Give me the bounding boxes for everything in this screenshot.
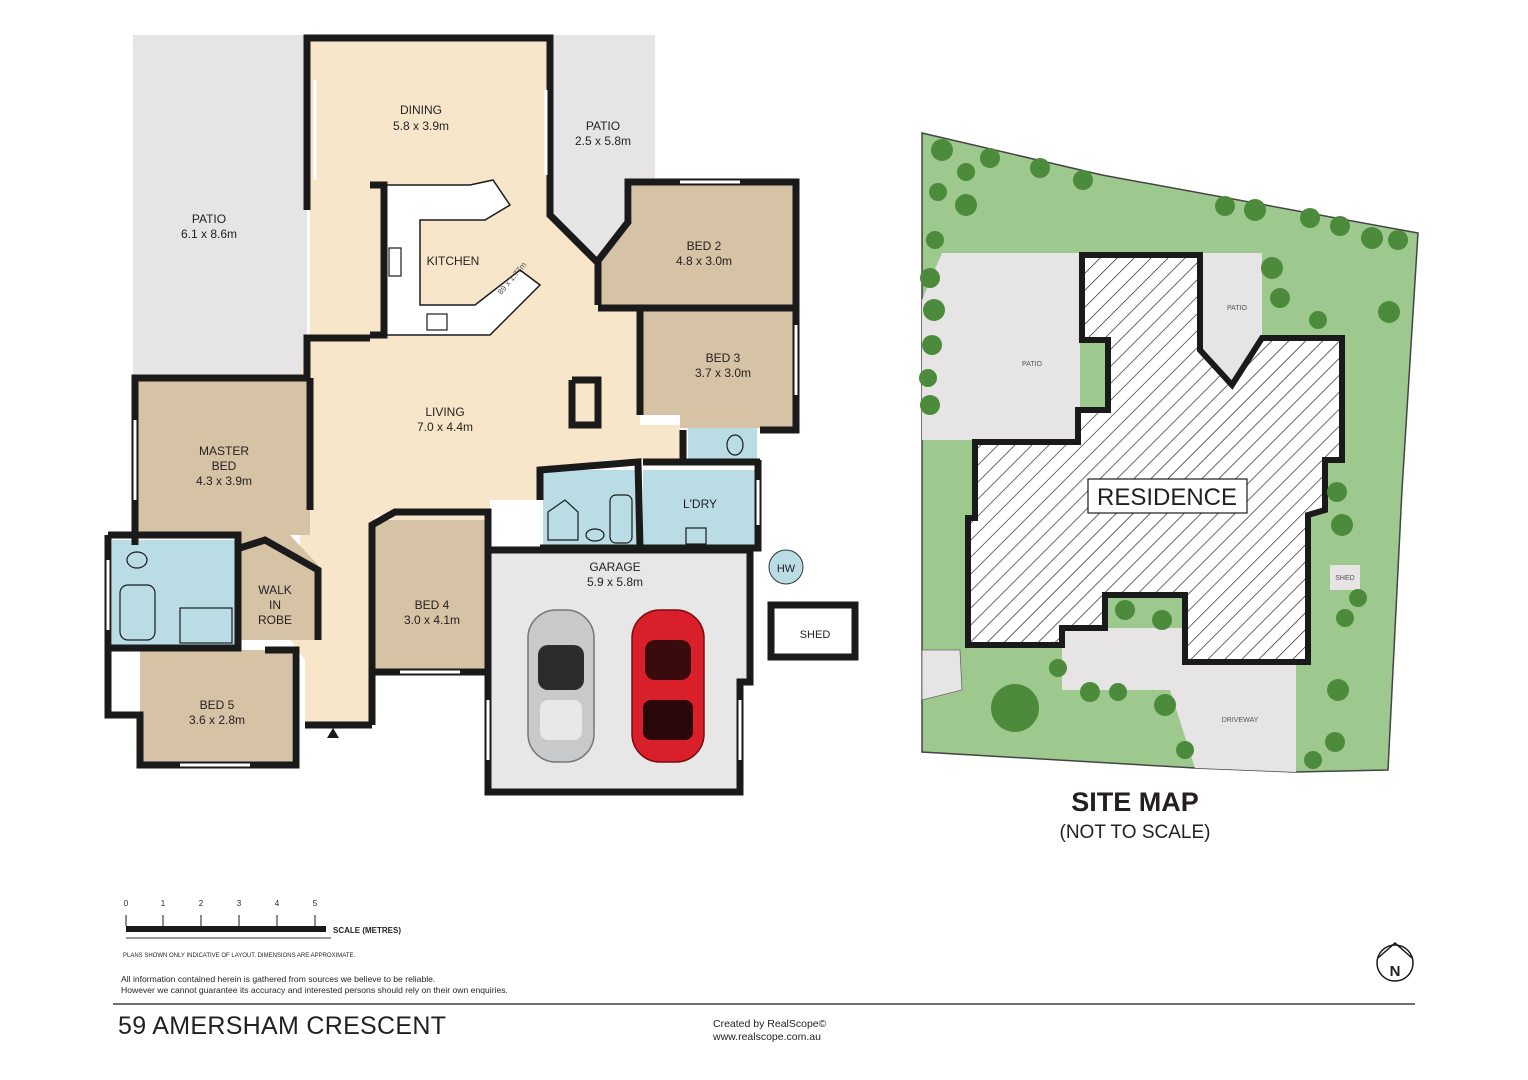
site-map-subtitle: (NOT TO SCALE) bbox=[1059, 822, 1211, 843]
compass-north-icon: N bbox=[1376, 941, 1414, 982]
entry-arrow-icon bbox=[327, 728, 339, 738]
disclaimer-line-1: All information contained herein is gath… bbox=[121, 974, 436, 984]
site-map: RESIDENCE PATIO PATIO SHED DRIVEWAY bbox=[919, 132, 1419, 773]
scale-label: SCALE (METRES) bbox=[333, 926, 401, 935]
room-label-garage: GARAGE bbox=[589, 560, 640, 574]
room-dims-master: 4.3 x 3.9m bbox=[196, 474, 252, 488]
car-red bbox=[631, 609, 705, 763]
windows bbox=[106, 80, 798, 767]
room-dims-patio-large: 6.1 x 8.6m bbox=[181, 227, 237, 241]
disclaimer: All information contained herein is gath… bbox=[121, 974, 508, 996]
compass-label: N bbox=[1390, 963, 1401, 980]
room-dims-patio-small: 2.5 x 5.8m bbox=[575, 134, 631, 148]
room-dims-bed5: 3.6 x 2.8m bbox=[189, 713, 245, 727]
room-label-patio-small: PATIO bbox=[586, 119, 620, 133]
room-label-wir-3: ROBE bbox=[258, 613, 292, 627]
site-driveway-label: DRIVEWAY bbox=[1222, 717, 1259, 724]
site-patio-right-label: PATIO bbox=[1227, 305, 1248, 312]
property-address: 59 AMERSHAM CRESCENT bbox=[118, 1012, 447, 1040]
credit: Created by RealScope© www.realscope.com.… bbox=[713, 1018, 826, 1044]
bed2-floor bbox=[598, 185, 795, 305]
scale-bar bbox=[125, 915, 331, 939]
room-label-master-2: BED bbox=[212, 459, 237, 473]
ensuite-floor bbox=[112, 540, 237, 645]
residence-label-box bbox=[1087, 478, 1248, 514]
wc-floor bbox=[688, 428, 757, 462]
site-patio-left bbox=[922, 253, 1080, 440]
room-label-master: MASTER bbox=[199, 444, 249, 458]
room-dims-living: 7.0 x 4.4m bbox=[417, 420, 473, 434]
room-label-bed5: BED 5 bbox=[200, 698, 235, 712]
room-label-laundry: L'DRY bbox=[683, 497, 717, 511]
hot-water-icon bbox=[768, 549, 804, 585]
room-labels: DINING 5.8 x 3.9m PATIO 2.5 x 5.8m PATIO… bbox=[181, 103, 830, 727]
kitchen-bench bbox=[383, 179, 542, 336]
site-porch bbox=[921, 649, 963, 701]
room-label-bed3: BED 3 bbox=[706, 351, 741, 365]
master-bed-floor bbox=[138, 380, 310, 548]
credit-line-1: Created by RealScope© bbox=[713, 1018, 827, 1030]
car-silver bbox=[527, 609, 595, 763]
floor-plan: DINING 5.8 x 3.9m PATIO 2.5 x 5.8m PATIO… bbox=[104, 34, 859, 796]
room-dims-dining: 5.8 x 3.9m bbox=[393, 119, 449, 133]
room-label-bed2: BED 2 bbox=[687, 239, 722, 253]
bed5-floor bbox=[140, 650, 292, 762]
scale-tick-4: 4 bbox=[274, 899, 280, 908]
room-label-wir: WALK bbox=[258, 583, 292, 597]
site-shed bbox=[1330, 565, 1360, 590]
bath-floor bbox=[543, 470, 638, 545]
room-dims-garage: 5.9 x 5.8m bbox=[587, 575, 643, 589]
room-dims-bed3: 3.7 x 3.0m bbox=[695, 366, 751, 380]
room-label-kitchen: KITCHEN bbox=[427, 254, 480, 268]
disclaimer-line-2: However we cannot guarantee its accuracy… bbox=[121, 985, 508, 995]
room-label-dining: DINING bbox=[400, 103, 442, 117]
scale-tick-2: 2 bbox=[198, 899, 204, 908]
scale-tick-1: 1 bbox=[160, 899, 166, 908]
bed3-floor bbox=[640, 310, 795, 428]
site-map-title: SITE MAP bbox=[1071, 787, 1199, 817]
laundry-floor bbox=[643, 470, 758, 545]
room-label-living: LIVING bbox=[425, 405, 464, 419]
room-dims-bed4: 3.0 x 4.1m bbox=[404, 613, 460, 627]
room-label-bed4: BED 4 bbox=[415, 598, 450, 612]
credit-link[interactable]: www.realscope.com.au bbox=[713, 1031, 821, 1043]
room-label-hw: HW bbox=[777, 563, 796, 575]
garden-plants bbox=[919, 139, 1408, 769]
scale-tick-3: 3 bbox=[236, 899, 242, 908]
scale-tick-0: 0 bbox=[123, 899, 129, 908]
room-label-patio-large: PATIO bbox=[192, 212, 226, 226]
plans-note: PLANS SHOWN ONLY INDICATIVE OF LAYOUT. D… bbox=[123, 953, 356, 959]
room-label-wir-2: IN bbox=[269, 598, 281, 612]
fixtures bbox=[119, 247, 744, 644]
site-shed-label: SHED bbox=[1335, 575, 1354, 582]
residence-label: RESIDENCE bbox=[1097, 484, 1237, 511]
room-label-shed: SHED bbox=[800, 629, 831, 641]
bed4-floor bbox=[372, 520, 490, 670]
patio-large bbox=[133, 35, 370, 375]
site-patio-right bbox=[1200, 253, 1262, 385]
walls bbox=[104, 34, 859, 796]
site-patio-left-label: PATIO bbox=[1022, 361, 1043, 368]
scale-tick-5: 5 bbox=[312, 899, 318, 908]
residence-footprint bbox=[965, 252, 1345, 665]
room-dims-bed2: 4.8 x 3.0m bbox=[676, 254, 732, 268]
